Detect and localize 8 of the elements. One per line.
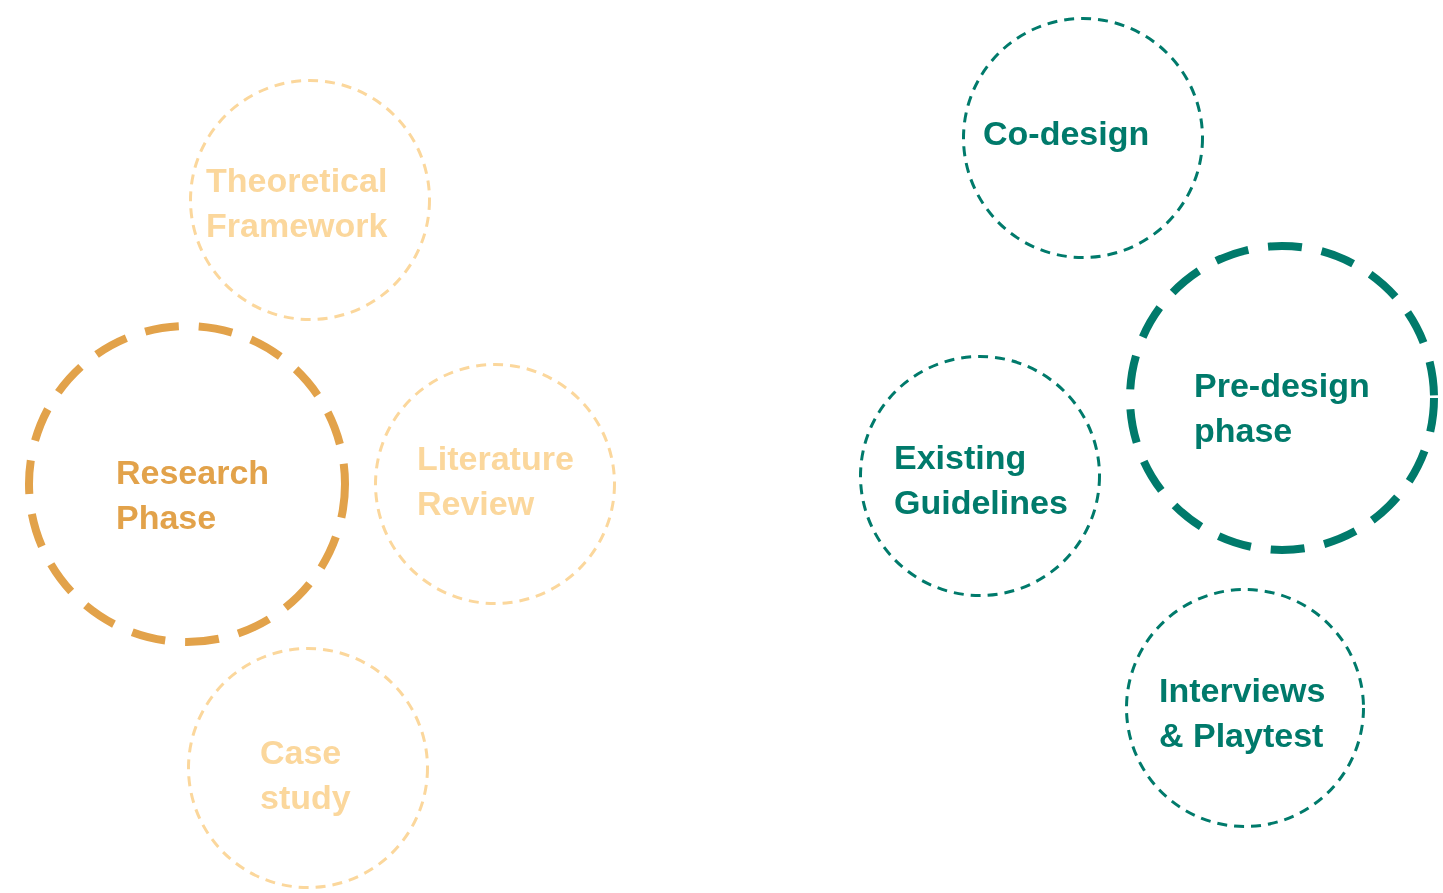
circle-label: Literature Review	[417, 438, 575, 524]
circle-label: Theoretical Framework	[206, 160, 389, 246]
circle-label: Existing Guidelines	[894, 437, 1069, 523]
circle-label: Pre-design phase	[1194, 365, 1371, 451]
circle-label: Case study	[260, 732, 352, 818]
circle-label: Research Phase	[116, 452, 271, 538]
circle-label: Interviews & Playtest	[1159, 670, 1327, 756]
circle-label: Co-design	[983, 113, 1151, 154]
